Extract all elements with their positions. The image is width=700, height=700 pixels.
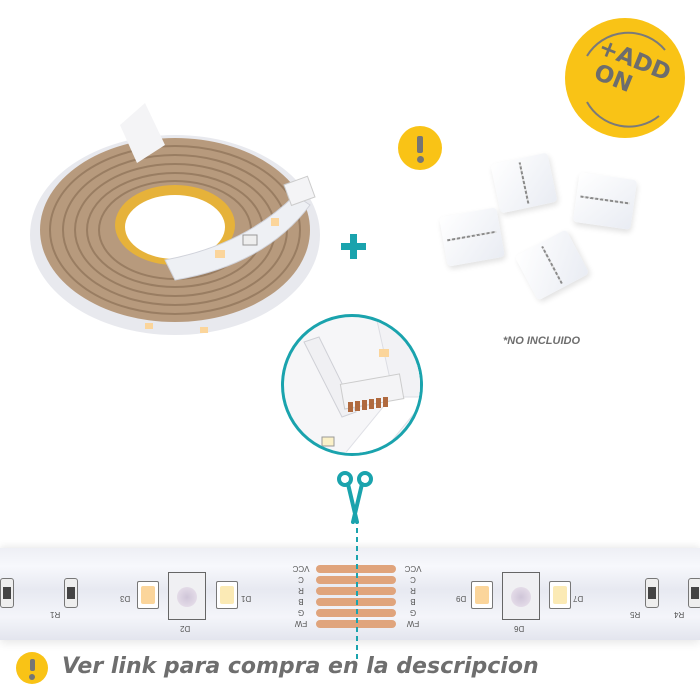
connector-detail-circle <box>281 314 423 456</box>
led-d9 <box>471 581 493 609</box>
scissors-icon <box>337 471 373 524</box>
warning-icon <box>16 652 48 684</box>
led-d3 <box>137 581 159 609</box>
pad-label-vcc: VCC <box>292 564 310 573</box>
component-label: D1 <box>241 594 252 603</box>
pad-label-r: R <box>298 586 304 595</box>
resistor-r5 <box>645 578 659 608</box>
component-label: D9 <box>456 594 467 603</box>
led-d7 <box>549 581 571 609</box>
cut-line <box>356 528 358 660</box>
component-label: D2 <box>180 624 191 633</box>
resistor-r1 <box>64 578 78 608</box>
pad-label-r: R <box>410 586 416 595</box>
pad-label-vcc: VCC <box>404 564 422 573</box>
pad-label-c: C <box>298 575 304 584</box>
pad-label-g: G <box>409 608 417 617</box>
not-included-note: *NO INCLUIDO <box>503 335 580 347</box>
pad-label-b: B <box>410 597 416 606</box>
led-strip-coil-image <box>30 103 320 335</box>
connector-clip <box>572 172 638 230</box>
connector-clip <box>490 152 558 214</box>
pad-label-c: C <box>410 575 416 584</box>
warning-icon <box>398 126 442 170</box>
add-on-badge: +ADD ON <box>565 18 685 138</box>
component-label: R1 <box>50 610 61 619</box>
pad-label-fw: FW <box>406 619 420 628</box>
component-label: D6 <box>514 624 525 633</box>
resistor-r4 <box>688 578 700 608</box>
rgb-led-d2 <box>168 572 206 620</box>
component-label: R5 <box>630 610 641 619</box>
led-strip-closeup: R1 D3 D2 D1 VCC C R B G FW VCC C R B G F… <box>0 548 700 640</box>
led-d1 <box>216 581 238 609</box>
badge-arcs <box>586 31 666 128</box>
pad-label-fw: FW <box>294 619 308 628</box>
rgb-led-d6 <box>502 572 540 620</box>
pad-label-b: B <box>298 597 304 606</box>
connector-clip <box>439 207 505 267</box>
connector-clip <box>514 229 590 301</box>
connector-detail-image <box>303 317 420 453</box>
pad-label-g: G <box>297 608 305 617</box>
component-label: R4 <box>674 610 685 619</box>
resistor <box>0 578 14 608</box>
plus-icon <box>341 234 366 259</box>
purchase-link-note: Ver link para compra en la descripcion <box>62 654 539 679</box>
component-label: D3 <box>120 594 131 603</box>
component-label: D7 <box>573 594 584 603</box>
